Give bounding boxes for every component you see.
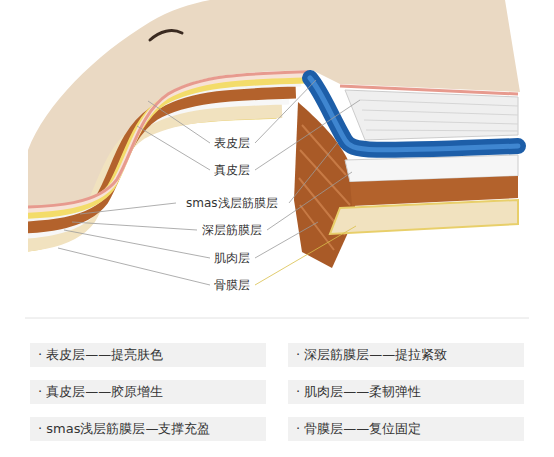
info-text: · smas浅层筋膜层—支撑充盈 <box>38 417 210 441</box>
separator-line <box>25 318 529 319</box>
layer-label: 骨膜层 <box>212 278 252 292</box>
skin-cross-section <box>28 0 520 268</box>
info-text: · 肌肉层——柔韧弹性 <box>296 380 421 404</box>
info-box: · 骨膜层——复位固定 <box>288 417 524 441</box>
leader-line <box>64 230 210 258</box>
leader-line <box>148 101 210 143</box>
info-box: · smas浅层筋膜层—支撑充盈 <box>30 417 266 441</box>
info-box: · 深层筋膜层——提拉紧致 <box>288 343 524 367</box>
sheet-lines <box>360 100 518 131</box>
info-text: · 深层筋膜层——提拉紧致 <box>296 343 447 367</box>
deep-fascia-highlight <box>310 78 518 150</box>
leader-line <box>137 126 210 170</box>
leader-line <box>255 226 356 285</box>
info-box: · 表皮层——提亮肤色 <box>30 343 266 367</box>
periosteum-layer <box>330 200 518 234</box>
deep-fascia-ribbon <box>310 78 518 150</box>
layer-label: smas浅层筋膜层 <box>184 196 280 210</box>
info-text: · 表皮层——提亮肤色 <box>38 343 163 367</box>
leader-line <box>289 142 338 203</box>
leader-line <box>255 100 360 170</box>
leader-line <box>72 222 197 230</box>
leader-line <box>255 222 318 258</box>
leader-line <box>267 172 352 230</box>
info-text: · 真皮层——胶原增生 <box>38 380 163 404</box>
layer-label: 真皮层 <box>212 163 252 177</box>
dermis-sheets <box>345 90 518 140</box>
info-text: · 骨膜层——复位固定 <box>296 417 421 441</box>
layer-label: 深层筋膜层 <box>200 223 264 237</box>
info-box: · 肌肉层——柔韧弹性 <box>288 380 524 404</box>
info-box: · 真皮层——胶原增生 <box>30 380 266 404</box>
layer-label: 表皮层 <box>212 136 252 150</box>
leader-line <box>58 248 210 285</box>
leader-line <box>255 80 316 143</box>
leader-line <box>80 203 176 214</box>
smas-band <box>28 80 305 216</box>
eyebrow <box>150 31 182 40</box>
layer-label: 肌肉层 <box>212 251 252 265</box>
epidermis-band <box>28 72 311 208</box>
leader-lines <box>58 80 360 285</box>
